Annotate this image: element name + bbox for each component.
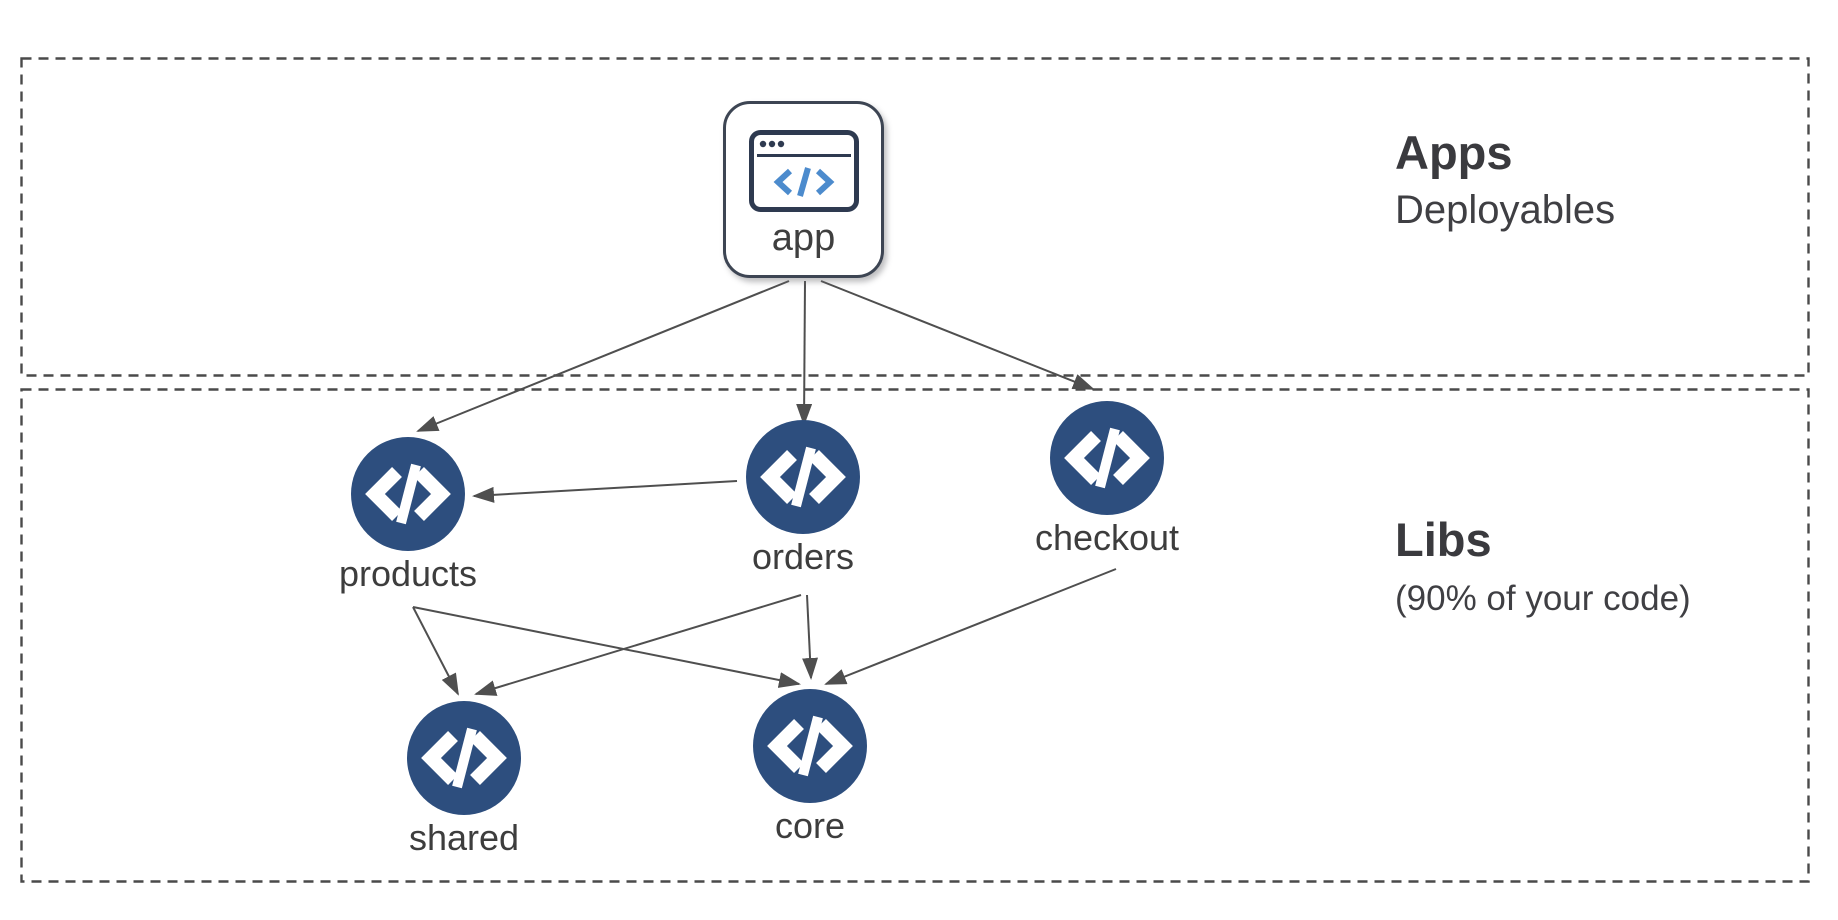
edge-app-orders [796,280,813,426]
apps-section-border [20,57,1810,377]
libs-section-border [20,388,1810,883]
edge-app-checkout [820,280,1095,390]
node-products-label: products [338,553,478,594]
node-core-label: core [774,805,846,846]
node-core: core [710,689,910,844]
node-shared: shared [364,701,564,856]
edge-checkout-core [824,568,1117,685]
libs-section-title: Libs [1395,513,1492,566]
dependency-edges [412,280,1117,696]
code-icon [407,701,521,815]
apps-section-heading: Apps Deployables [1395,126,1615,233]
edge-orders-shared [474,594,802,696]
node-orders: orders [703,420,903,575]
edge-orders-products [472,480,738,503]
libs-section-subtitle: (90% of your code) [1395,579,1691,619]
code-icon [351,437,465,551]
edge-products-shared [412,606,459,696]
node-checkout-label: checkout [1034,517,1180,558]
edge-products-core [412,606,801,688]
node-orders-label: orders [751,536,855,577]
node-products: products [308,437,508,592]
libs-section-heading: Libs (90% of your code) [1395,513,1691,619]
edge-orders-core [802,594,819,680]
code-icon [746,420,860,534]
node-app-label: app [771,217,836,259]
node-checkout: checkout [1007,401,1207,556]
edge-app-products [416,280,790,432]
apps-section-title: Apps [1395,126,1513,179]
code-icon [753,689,867,803]
apps-section-subtitle: Deployables [1395,188,1616,233]
browser-code-icon [748,130,859,212]
code-icon [1050,401,1164,515]
node-app: app [723,101,884,278]
node-shared-label: shared [408,817,520,858]
